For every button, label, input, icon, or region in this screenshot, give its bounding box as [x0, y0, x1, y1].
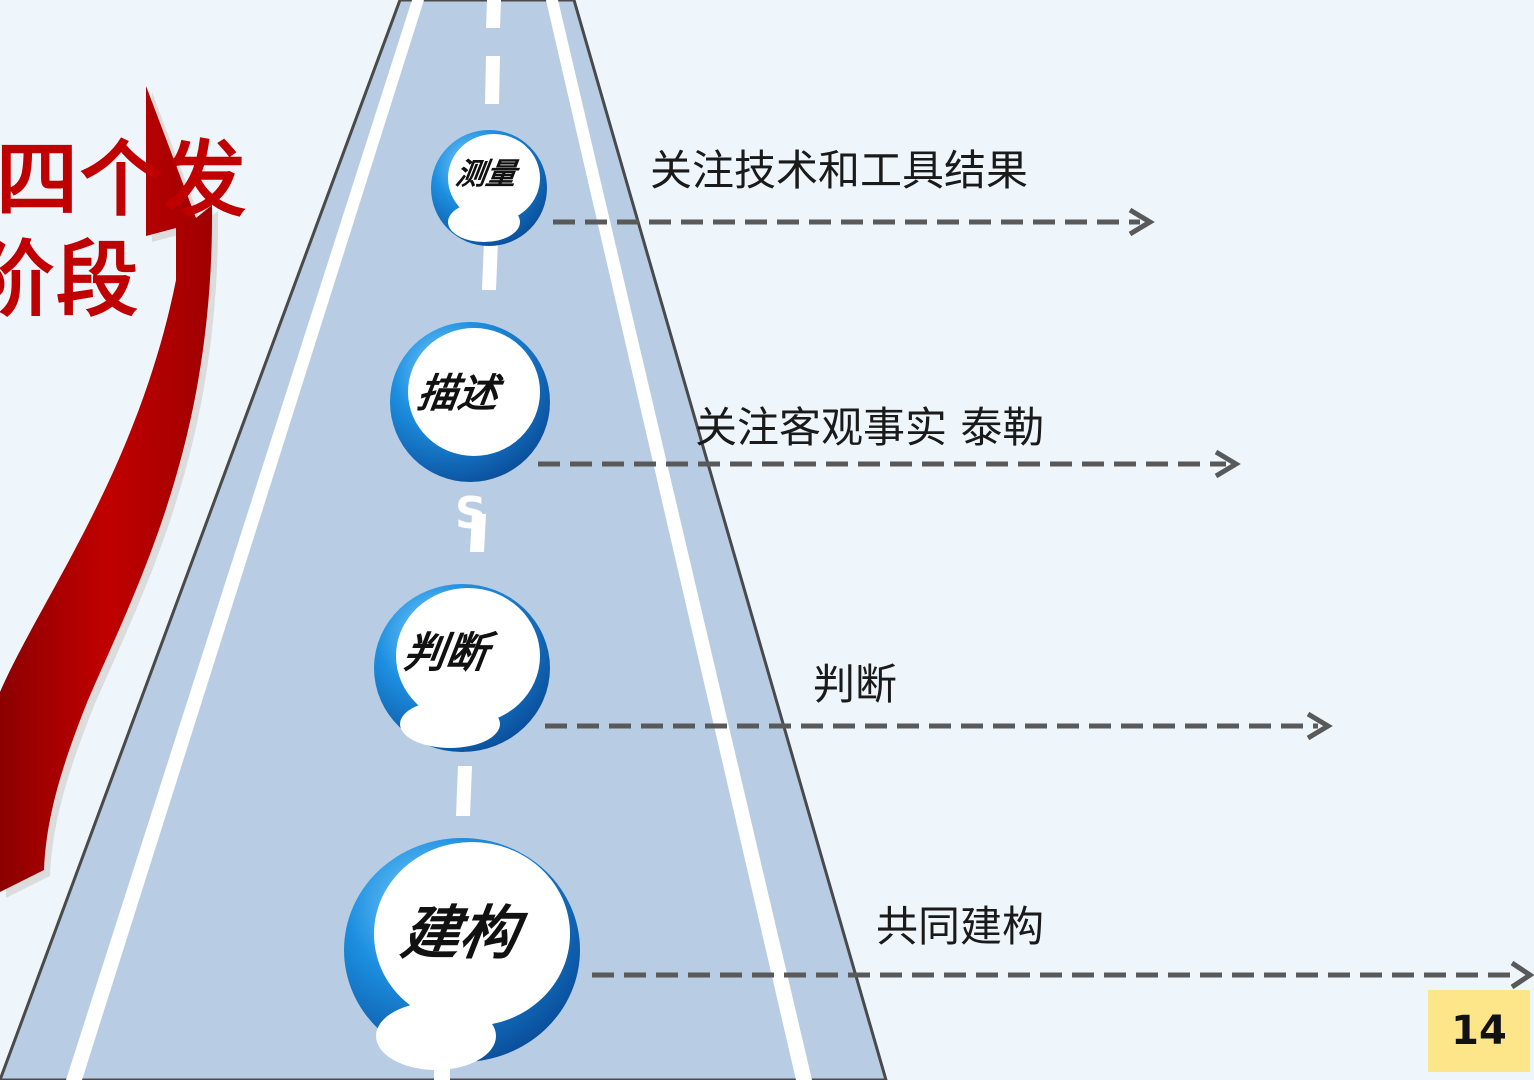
stage-bubble-measure: [431, 130, 547, 246]
page-number: 14: [1451, 1008, 1507, 1054]
stage-bubble-construct: [344, 838, 580, 1070]
stage-description-measure: 关注技术和工具结果: [650, 146, 1029, 195]
stage-label-construct: 建构: [397, 899, 523, 967]
stage-bubble-describe: [390, 322, 550, 482]
stage-label-describe: 描述: [414, 371, 502, 417]
road-illustration: [0, 0, 888, 1080]
title-line-2: 阶段: [0, 233, 141, 328]
stage-label-measure: 测量: [453, 157, 519, 192]
title-line-1: 四个发: [0, 133, 249, 228]
page-number-badge: 14: [1428, 990, 1530, 1072]
road-mark-letter: S: [455, 488, 487, 539]
dashed-arrow-icon: [538, 207, 1534, 990]
stage-description-describe: 关注客观事实 泰勒: [695, 403, 1045, 452]
stage-description-construct: 共同建构: [876, 902, 1045, 951]
stage-bubble-judge: [374, 584, 550, 752]
stage-description-judge: 判断: [813, 660, 898, 709]
stage-label-judge: 判断: [400, 628, 492, 677]
red-curved-arrow-icon: [0, 86, 219, 898]
